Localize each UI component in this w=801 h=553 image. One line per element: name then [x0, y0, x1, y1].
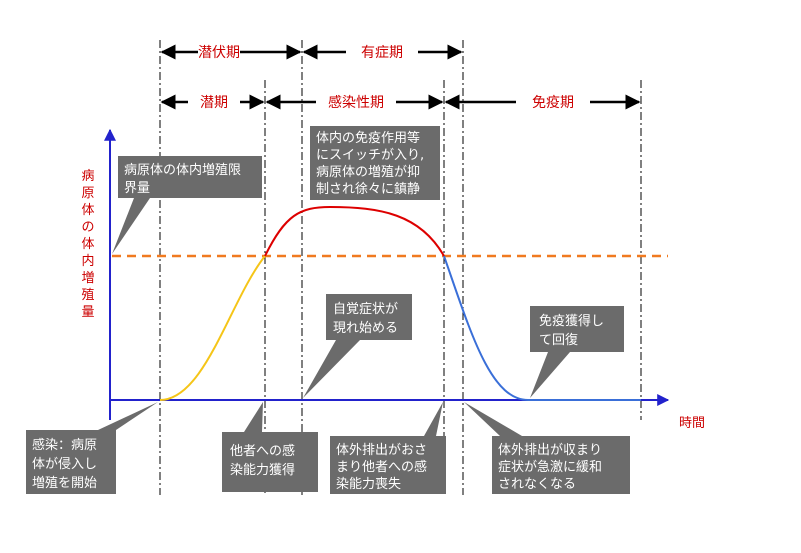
- svg-text:他者への感: 他者への感: [230, 443, 295, 459]
- svg-text:病原体の体内増殖限: 病原体の体内増殖限: [124, 162, 241, 178]
- label-incubation: 潜期: [200, 95, 228, 111]
- curve-peak-segment: [264, 205, 445, 257]
- svg-text:体外排出が収まり: 体外排出が収まり: [498, 443, 602, 458]
- phase-guide-lines: [159, 40, 642, 495]
- svg-text:染能力喪失: 染能力喪失: [336, 477, 401, 492]
- svg-text:症状が急激に緩和: 症状が急激に緩和: [498, 460, 602, 475]
- svg-text:て回復: て回復: [539, 332, 578, 348]
- svg-text:病原体の増殖が抑: 病原体の増殖が抑: [316, 164, 420, 180]
- svg-text:体外排出がおさ: 体外排出がおさ: [336, 443, 427, 458]
- curve-decline-segment: [443, 255, 641, 401]
- x-axis-label: 時間: [679, 416, 705, 431]
- callout-symptoms-begin: 自覚症状が 現れ始める: [303, 294, 412, 398]
- svg-text:にスイッチが入り,: にスイッチが入り,: [316, 148, 424, 163]
- y-axis-label: 病原体の体内増殖量: [81, 169, 94, 320]
- callout-infectivity-lost: 体外排出がおさ まり他者への感 染能力喪失: [330, 402, 446, 494]
- svg-text:染能力獲得: 染能力獲得: [230, 462, 295, 478]
- curve-rise-segment: [159, 255, 266, 401]
- label-symptomatic-period: 有症期: [361, 45, 403, 61]
- callout-infection-start: 感染：病原 体が侵入し 増殖を開始: [26, 402, 158, 494]
- svg-text:体内の免疫作用等: 体内の免疫作用等: [316, 130, 420, 146]
- svg-text:されなくなる: されなくなる: [498, 477, 576, 492]
- svg-text:増殖を開始: 増殖を開始: [32, 475, 97, 491]
- svg-text:まり他者への感: まり他者への感: [336, 459, 427, 475]
- callout-infectivity-acquired: 他者への感 染能力獲得: [222, 402, 318, 492]
- svg-text:感染：病原: 感染：病原: [32, 437, 97, 453]
- callout-immunity-acquired: 免疫獲得し て回復: [530, 306, 624, 398]
- callout-immune-switch: 体内の免疫作用等 にスイッチが入り, 病原体の増殖が抑 制され徐々に鎮静: [310, 126, 440, 200]
- svg-text:体が侵入し: 体が侵入し: [32, 456, 97, 472]
- label-latent-period: 潜伏期: [198, 45, 240, 61]
- svg-text:制され徐々に鎮静: 制され徐々に鎮静: [316, 181, 420, 197]
- svg-text:自覚症状が: 自覚症状が: [333, 302, 398, 317]
- svg-text:免疫獲得し: 免疫獲得し: [539, 313, 604, 329]
- svg-text:現れ始める: 現れ始める: [333, 321, 398, 336]
- label-infectious-period: 感染性期: [328, 94, 384, 111]
- label-immune-period: 免疫期: [532, 95, 574, 111]
- svg-text:界量: 界量: [124, 181, 150, 196]
- callout-proliferation-limit: 病原体の体内増殖限 界量: [112, 156, 262, 254]
- callout-shedding-subsides: 体外排出が収まり 症状が急激に緩和 されなくなる: [464, 402, 630, 494]
